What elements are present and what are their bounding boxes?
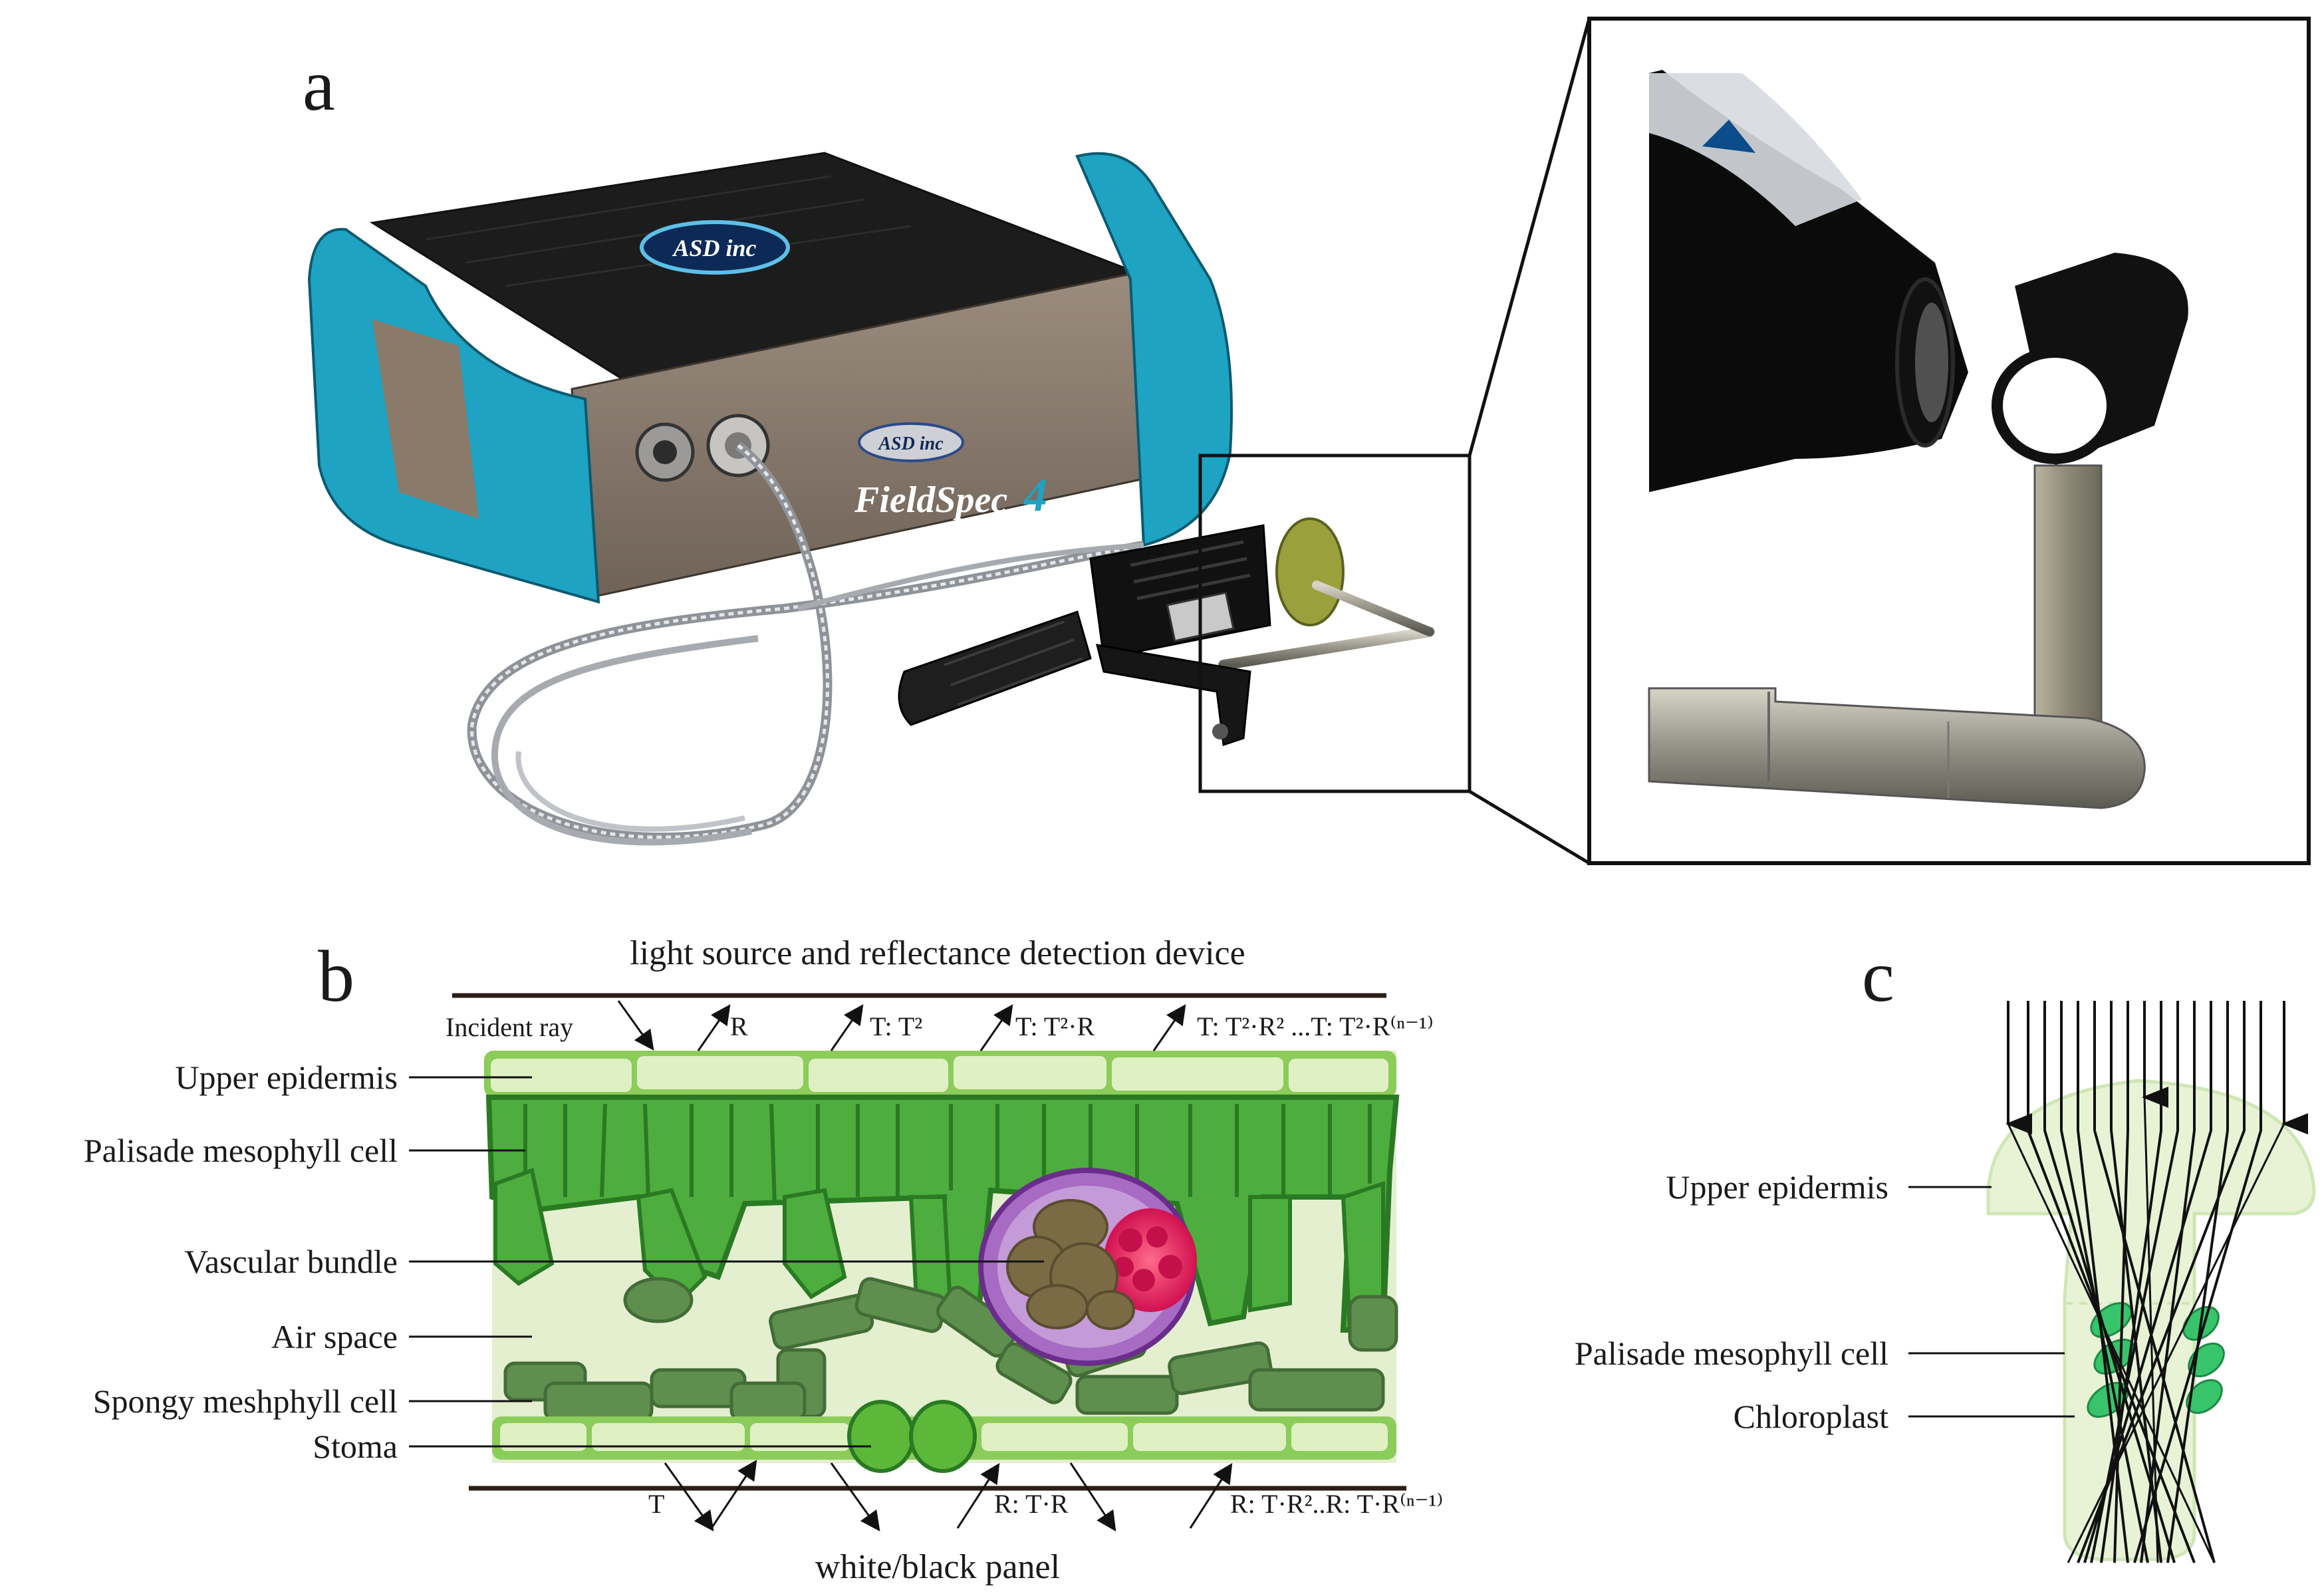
asd-logo-top: ASD inc	[640, 220, 790, 275]
upper-epidermis-layer	[484, 1051, 1396, 1097]
ray-r-tr-label: R: T·R	[994, 1489, 1069, 1519]
incident-rays	[2005, 1001, 2308, 1563]
inset-horizontal-rod	[1648, 687, 2146, 809]
lower-epidermis-layer	[492, 1400, 1396, 1473]
label-stoma: Stoma	[313, 1428, 398, 1465]
inset-label-sticker	[1649, 73, 1862, 226]
ray-r-label: R	[730, 1011, 748, 1041]
device-right-bumper	[1075, 152, 1233, 547]
probe-clamp	[1095, 644, 1251, 747]
probe-rod-lower	[1218, 626, 1435, 670]
device-left-handle	[372, 319, 479, 519]
label-spongy: Spongy meshphyll cell	[93, 1383, 398, 1420]
device-label: light source and reflectance detection d…	[630, 934, 1245, 972]
model-number: 4	[1023, 470, 1047, 521]
panel-c-letter: c	[1862, 936, 1894, 1017]
zoom-connector-bottom	[1468, 789, 1591, 865]
spectroradiometer-device: ASD inc ASD inc FieldSpec 4	[307, 152, 1233, 604]
c-label-chloroplast: Chloroplast	[1734, 1398, 1888, 1435]
inset-ring-opening	[2003, 358, 2107, 454]
zoom-source-box	[1198, 454, 1472, 793]
ray-t-t2r-label: T: T²·R	[1015, 1011, 1095, 1041]
ray-r-series-label: R: T·R²..R: T·R⁽ⁿ⁻¹⁾	[1230, 1489, 1443, 1519]
label-upper-epidermis: Upper epidermis	[175, 1059, 398, 1096]
panel-b: b light source and reflectance detection…	[84, 934, 1443, 1586]
top-ray-arrows	[617, 1000, 1186, 1051]
vascular-bundle	[978, 1168, 1197, 1366]
label-vascular-bundle: Vascular bundle	[184, 1243, 398, 1280]
top-logo-text: ASD inc	[672, 235, 756, 261]
probe-green-disc	[1275, 517, 1345, 626]
leaf-clip-probe	[797, 517, 1435, 747]
stoma-guard-cell-left	[847, 1400, 915, 1473]
probe-rod-upper	[1312, 581, 1434, 636]
probe-closeup-inset	[1587, 17, 2311, 865]
label-palisade: Palisade mesophyll cell	[84, 1132, 398, 1169]
fiber-optic-cable	[467, 442, 1145, 846]
front-logo-text: ASD inc	[877, 434, 944, 454]
label-air-space: Air space	[271, 1318, 398, 1355]
panel-c-leader-lines	[1908, 1186, 2075, 1418]
inset-black-housing	[1649, 70, 1968, 492]
c-label-upper-epidermis: Upper epidermis	[1666, 1168, 1888, 1206]
panel-b-letter: b	[318, 936, 354, 1017]
panel-a: a ASD inc	[303, 17, 2311, 865]
panel-label: white/black panel	[815, 1548, 1060, 1586]
asd-logo-front: ASD inc	[858, 422, 964, 462]
panel-a-letter: a	[303, 45, 335, 126]
model-name: FieldSpec	[854, 479, 1007, 521]
ray-t-series-label: T: T²·R² ...T: T²·R⁽ⁿ⁻¹⁾	[1197, 1011, 1434, 1041]
ray-t-label: T	[648, 1489, 664, 1519]
ray-t-t2-label: T: T²	[870, 1011, 922, 1041]
spongy-layer	[503, 1277, 1398, 1422]
c-label-palisade: Palisade mesophyll cell	[1575, 1335, 1888, 1372]
palisade-layer	[485, 1095, 1400, 1333]
bottom-ray-arrows	[664, 1459, 1233, 1532]
panel-c: c Upper epidermis Palisade mes	[1575, 936, 2316, 1563]
inset-vertical-arm	[2033, 464, 2103, 746]
zoom-connector-top	[1468, 18, 1591, 456]
panel-b-leader-lines	[409, 1076, 1044, 1448]
ray-incident-label: Incident ray	[446, 1012, 573, 1042]
stoma-guard-cell-right	[909, 1400, 977, 1473]
